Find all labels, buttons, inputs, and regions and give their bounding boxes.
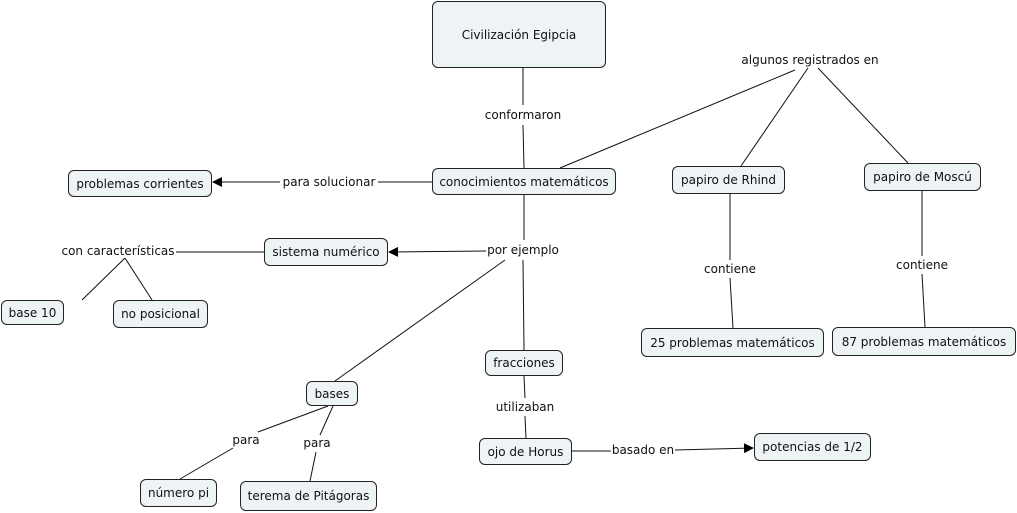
connector-line — [817, 67, 909, 164]
concept-node-p25[interactable]: 25 problemas matemáticos — [641, 328, 824, 357]
concept-node-base10[interactable]: base 10 — [1, 300, 64, 325]
concept-node-frac[interactable]: fracciones — [485, 350, 563, 376]
linking-phrase-solucionar[interactable]: para solucionar — [281, 175, 377, 189]
linking-phrase-conformaron[interactable]: conformaron — [483, 108, 563, 122]
concept-node-rhind[interactable]: papiro de Rhind — [672, 166, 785, 194]
concept-node-civ[interactable]: Civilización Egipcia — [432, 1, 606, 68]
concept-node-horus[interactable]: ojo de Horus — [479, 438, 572, 465]
concept-node-moscu[interactable]: papiro de Moscú — [864, 163, 981, 191]
connector-line — [309, 451, 317, 482]
linking-phrase-para1[interactable]: para — [231, 433, 261, 447]
linking-phrase-registrados[interactable]: algunos registrados en — [740, 53, 880, 67]
connector-line — [522, 259, 525, 351]
arrow-connector — [388, 246, 487, 257]
connector-line — [334, 259, 506, 382]
linking-phrase-contiene1[interactable]: contiene — [703, 262, 757, 276]
connector-line — [124, 257, 153, 301]
connector-line — [740, 67, 809, 167]
linking-phrase-basado[interactable]: basado en — [610, 443, 676, 457]
concept-node-pi[interactable]: número pi — [140, 479, 217, 507]
connector-line — [524, 415, 527, 439]
linking-phrase-utilizaban[interactable]: utilizaban — [494, 400, 556, 414]
connector-line — [319, 405, 334, 436]
connector-line — [81, 257, 126, 301]
connector-line — [179, 447, 234, 480]
linking-phrase-contiene2[interactable]: contiene — [895, 258, 949, 272]
concept-node-nopos[interactable]: no posicional — [113, 300, 208, 328]
concept-node-prob[interactable]: problemas corrientes — [68, 170, 212, 197]
concept-node-sis[interactable]: sistema numérico — [264, 238, 388, 266]
concept-node-pot[interactable]: potencias de 1/2 — [754, 433, 871, 461]
concept-node-con[interactable]: conocimientos matemáticos — [432, 168, 616, 195]
connector-line — [729, 277, 734, 329]
connector-line — [559, 69, 796, 169]
concept-node-pit[interactable]: terema de Pitágoras — [240, 481, 377, 511]
linking-phrase-caracteristicas[interactable]: con características — [60, 244, 176, 258]
concept-node-bases[interactable]: bases — [306, 381, 358, 406]
connector-line — [921, 273, 926, 328]
connector-line — [523, 375, 526, 399]
linking-phrase-ejemplo[interactable]: por ejemplo — [486, 243, 560, 257]
connector-line — [522, 124, 525, 169]
arrow-connector — [674, 443, 754, 454]
concept-node-p87[interactable]: 87 problemas matemáticos — [832, 327, 1016, 356]
linking-phrase-para2[interactable]: para — [302, 436, 332, 450]
connector-line — [257, 405, 329, 433]
